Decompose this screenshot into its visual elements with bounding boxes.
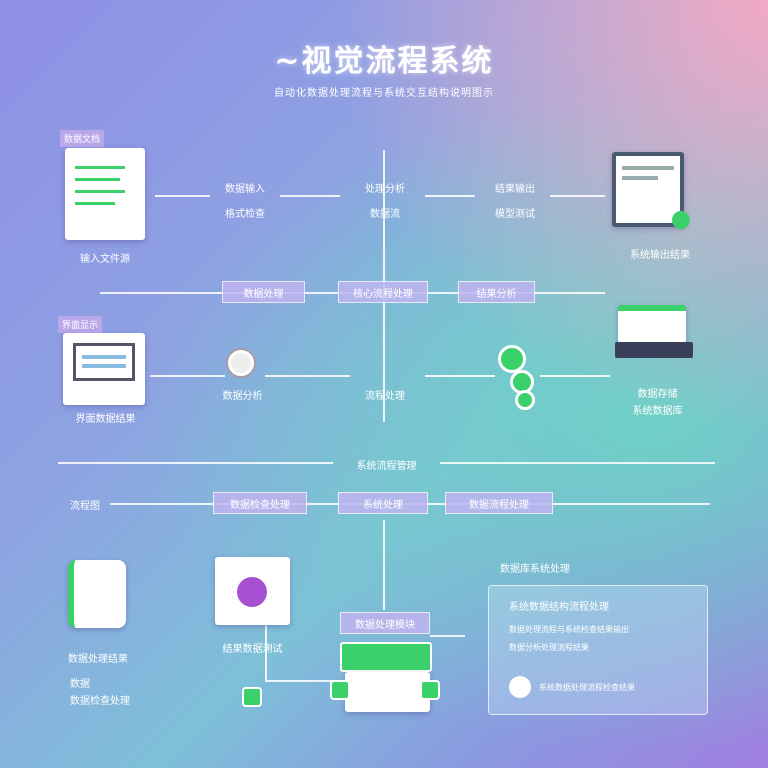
connector <box>265 680 335 682</box>
flow-step[interactable]: 核心流程处理 <box>338 281 428 303</box>
database-base <box>615 342 693 358</box>
circle-label: 数据分析 <box>222 391 263 402</box>
module-side-icon <box>330 680 350 700</box>
divider-line <box>58 462 333 464</box>
vertical-connector-bottom <box>383 520 385 610</box>
connector <box>550 195 605 197</box>
flow-label: 格式检查 <box>225 209 265 220</box>
module-screen-icon <box>340 642 432 672</box>
flow-step[interactable]: 数据流程处理 <box>445 492 553 514</box>
panel-footer: 系统数据处理流程检查结果 <box>539 683 635 692</box>
connector <box>425 195 475 197</box>
result-file-icon <box>68 560 126 628</box>
doc-tag: 数据文档 <box>60 130 105 147</box>
flow-step[interactable]: 结果分析 <box>458 281 535 303</box>
database-icon <box>618 305 686 343</box>
screen-tag: 界面显示 <box>58 316 103 333</box>
panel-title: 系统数据结构流程处理 <box>509 602 609 613</box>
connector <box>265 625 267 680</box>
panel-line: 数据分析处理流程结果 <box>509 643 589 652</box>
flow-heading: 流程图 <box>70 501 100 512</box>
page-subtitle: 自动化数据处理流程与系统交互结构说明图示 <box>274 88 494 99</box>
result-caption: 数据处理结果 <box>68 654 128 665</box>
flow-step[interactable]: 系统处理 <box>338 492 428 514</box>
test-caption: 结果数据测试 <box>222 644 283 655</box>
module-book-icon <box>345 672 430 712</box>
screen-caption: 界面数据结果 <box>75 414 136 425</box>
flow-label: 数据输入 <box>225 184 265 195</box>
panel-line: 数据处理流程与系统检查结果输出 <box>509 625 629 634</box>
connector <box>155 195 210 197</box>
monitor-caption: 系统输出结果 <box>630 250 690 261</box>
connector <box>425 375 495 377</box>
flow-label: 结果输出 <box>495 184 535 195</box>
link-icon <box>498 345 526 373</box>
flow-label: 数据流 <box>370 209 400 220</box>
flow-step[interactable]: 数据检查处理 <box>213 492 307 514</box>
connector <box>150 375 225 377</box>
bullet-item: 数据检查处理 <box>70 696 130 707</box>
connector <box>265 375 350 377</box>
test-circle-icon <box>237 577 267 607</box>
check-icon <box>242 687 262 707</box>
module-side-icon <box>420 680 440 700</box>
divider-label: 系统流程管理 <box>356 461 417 472</box>
monitor-icon <box>612 152 690 229</box>
database-caption: 系统数据库 <box>632 406 683 417</box>
analysis-circle-icon <box>228 350 254 376</box>
module-tag[interactable]: 数据处理模块 <box>340 612 430 634</box>
document-icon <box>65 148 145 240</box>
database-caption: 数据存储 <box>637 389 678 400</box>
panel-avatar-icon <box>509 676 531 698</box>
connector <box>540 375 610 377</box>
connector <box>430 635 465 637</box>
connector <box>280 195 340 197</box>
info-panel: 系统数据结构流程处理 数据处理流程与系统检查结果输出 数据分析处理流程结果 系统… <box>488 585 708 715</box>
page-title: ~视觉流程系统 <box>274 44 494 79</box>
flow-label: 模型测试 <box>495 209 535 220</box>
test-card <box>215 557 290 625</box>
divider-line <box>440 462 715 464</box>
link-icon <box>515 390 535 410</box>
panel-heading: 数据库系统处理 <box>500 564 570 575</box>
screen-icon <box>63 333 145 405</box>
flow-label: 处理分析 <box>365 184 405 195</box>
doc-caption: 输入文件源 <box>80 254 130 265</box>
flow-step[interactable]: 数据处理 <box>222 281 305 303</box>
bullet-item: 数据 <box>70 679 90 690</box>
center-label: 流程处理 <box>365 391 405 402</box>
